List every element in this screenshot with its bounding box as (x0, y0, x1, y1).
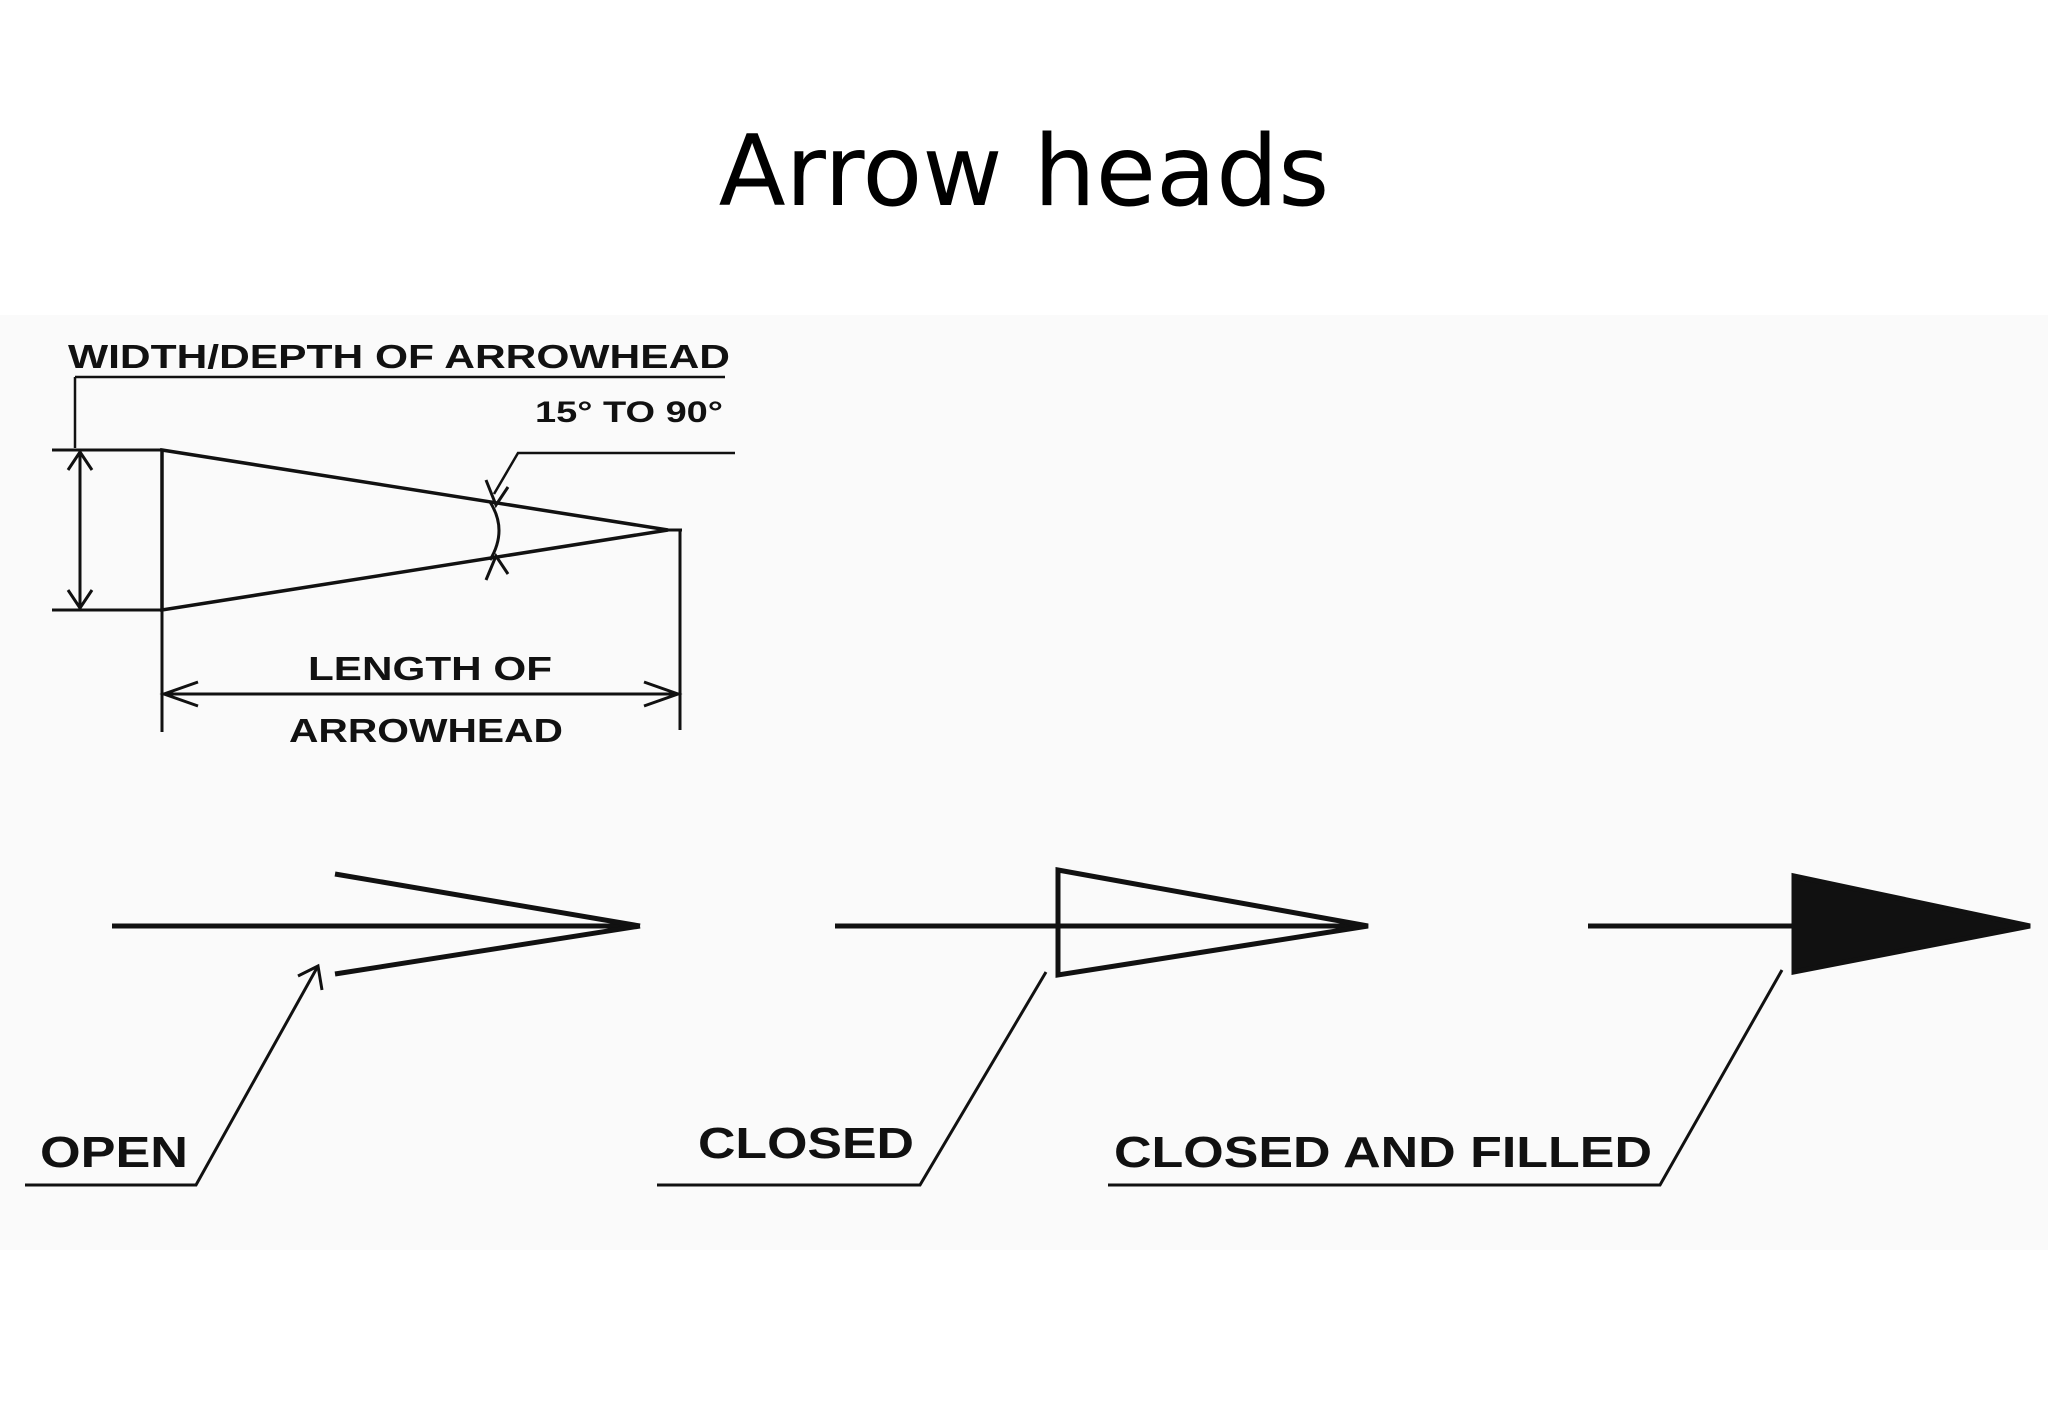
open-label: OPEN (40, 1128, 188, 1177)
angle-arrow-upper (484, 479, 510, 509)
angle-range-label: 15° TO 90° (535, 396, 723, 429)
filled-leader-line (1108, 969, 1784, 1187)
filled-arrowhead (1791, 872, 2031, 976)
closed-filled-label: CLOSED AND FILLED (1114, 1128, 1652, 1177)
closed-label: CLOSED (698, 1119, 914, 1168)
dimension-figure (52, 375, 735, 732)
arrowhead-triangle (160, 447, 669, 613)
angle-arc (488, 501, 501, 561)
open-leader-line (25, 965, 320, 1187)
angle-arrow-lower (484, 552, 510, 581)
closed-arrow (657, 867, 1369, 1187)
closed-filled-arrow (1108, 872, 2031, 1187)
angle-leader-line (492, 451, 735, 495)
closed-leader-line (657, 971, 1048, 1187)
open-leader-arrow (297, 963, 324, 991)
closed-arrowhead (1055, 867, 1369, 978)
length-arrow-right (643, 680, 683, 708)
figure-background (0, 315, 2048, 1250)
length-label-line1: LENGTH OF (308, 650, 552, 687)
length-arrow-left (159, 680, 199, 708)
slide-title: Arrow heads (718, 115, 1330, 229)
length-label-line2: ARROWHEAD (289, 712, 563, 749)
open-arrow-upper-barb (334, 871, 641, 929)
depth-arrow-top (66, 449, 94, 471)
depth-arrow-bottom (66, 589, 94, 611)
open-arrow-lower-barb (334, 923, 641, 977)
width-depth-label: WIDTH/DEPTH OF ARROWHEAD (68, 338, 730, 375)
open-arrow (25, 871, 641, 1187)
